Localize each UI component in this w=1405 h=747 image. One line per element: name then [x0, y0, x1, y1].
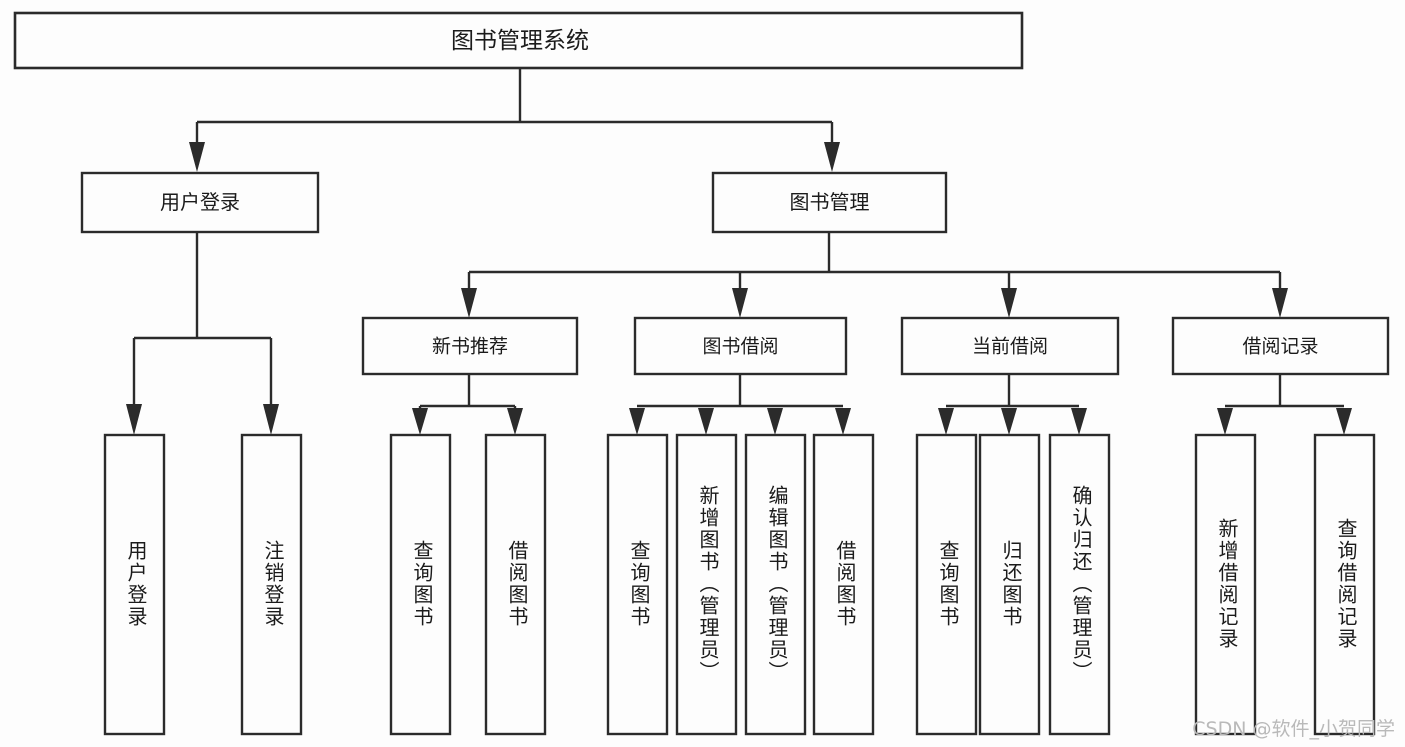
leaf-borrow-book-label: 借阅图书: [833, 540, 857, 628]
leaf-current-query-book-label: 查询图书: [936, 540, 960, 628]
edge-group-root-to-level1: [189, 68, 840, 172]
leaf-node-borrow-book[interactable]: 借阅图书: [812, 433, 875, 736]
leaf-node-recommend-query-book[interactable]: 查询图书: [389, 433, 452, 736]
edge-group-new-book-to-leaves: [412, 374, 523, 435]
leaf-add-borrow-record-box[interactable]: [1194, 433, 1257, 736]
leaf-user-login-label: 用户登录: [124, 540, 148, 628]
arrowhead-borrow-record: [1272, 288, 1288, 318]
arrowhead-user-login: [189, 142, 205, 172]
leaf-recommend-query-book-label: 查询图书: [410, 540, 434, 628]
leaf-user-login-box[interactable]: [103, 433, 166, 736]
node-root-box[interactable]: [13, 11, 1024, 70]
leaf-borrow-book-box[interactable]: [812, 433, 875, 736]
leaf-recommend-borrow-book-box[interactable]: [484, 433, 547, 736]
arrowhead-book-mgmt: [824, 142, 840, 172]
leaf-node-edit-book-admin[interactable]: 编辑图书（管理员）: [744, 433, 807, 736]
node-borrow-record-label: 借阅记录: [1242, 336, 1318, 358]
node-book-management-box[interactable]: [711, 171, 948, 234]
node-book-borrow[interactable]: 图书借阅: [633, 316, 848, 376]
arrowhead-leaf-3: [507, 408, 523, 435]
leaf-node-recommend-borrow-book[interactable]: 借阅图书: [484, 433, 547, 736]
node-user-login-box[interactable]: [80, 171, 320, 234]
leaf-borrow-query-book-box[interactable]: [606, 433, 669, 736]
arrowhead-leaf-5: [698, 408, 714, 435]
arrowhead-leaf-8: [938, 408, 954, 435]
node-new-book-recommend-label: 新书推荐: [432, 336, 508, 358]
edge-group-current-borrow-to-leaves: [938, 374, 1087, 435]
edge-group-user-login-to-leaves: [126, 232, 279, 435]
arrowhead-leaf-12: [1336, 408, 1352, 435]
node-book-management-label: 图书管理: [790, 190, 870, 214]
arrowhead-leaf-1: [263, 404, 279, 435]
leaf-node-current-query-book[interactable]: 查询图书: [915, 433, 978, 736]
watermark: CSDN @软件_小贺同学: [1192, 718, 1395, 740]
node-book-borrow-box[interactable]: [633, 316, 848, 376]
leaf-node-confirm-return-admin[interactable]: 确认归还（管理员）: [1048, 433, 1111, 736]
leaf-add-book-admin-label: 新增图书（管理员）: [696, 485, 720, 683]
leaf-logout-label: 注销登录: [261, 540, 285, 628]
leaf-confirm-return-admin-label: 确认归还（管理员）: [1069, 485, 1093, 683]
arrowhead-leaf-0: [126, 404, 142, 435]
node-borrow-record-box[interactable]: [1171, 316, 1390, 376]
node-user-login[interactable]: 用户登录: [80, 171, 320, 234]
leaf-node-logout[interactable]: 注销登录: [240, 433, 303, 736]
arrowhead-leaf-2: [412, 408, 428, 435]
leaf-node-query-borrow-record[interactable]: 查询借阅记录: [1313, 433, 1376, 736]
arrowhead-leaf-10: [1071, 408, 1087, 435]
leaf-recommend-borrow-book-label: 借阅图书: [505, 540, 529, 628]
leaf-return-book-label: 归还图书: [999, 540, 1023, 628]
leaf-node-return-book[interactable]: 归还图书: [978, 433, 1041, 736]
node-new-book-recommend[interactable]: 新书推荐: [361, 316, 579, 376]
leaf-add-borrow-record-label: 新增借阅记录: [1215, 518, 1239, 650]
node-book-management[interactable]: 图书管理: [711, 171, 948, 234]
node-book-borrow-label: 图书借阅: [702, 336, 778, 358]
leaf-query-borrow-record-box[interactable]: [1313, 433, 1376, 736]
arrowhead-new-book: [461, 288, 477, 318]
node-user-login-label: 用户登录: [160, 190, 240, 214]
node-current-borrow[interactable]: 当前借阅: [900, 316, 1120, 376]
leaf-return-book-box[interactable]: [978, 433, 1041, 736]
arrowhead-leaf-7: [835, 408, 851, 435]
arrowhead-leaf-4: [629, 408, 645, 435]
leaf-node-borrow-query-book[interactable]: 查询图书: [606, 433, 669, 736]
arrowhead-leaf-6: [767, 408, 783, 435]
edge-group-book-mgmt-to-level2: [461, 232, 1288, 318]
leaf-borrow-query-book-label: 查询图书: [627, 540, 651, 628]
node-root[interactable]: 图书管理系统: [13, 11, 1024, 70]
node-current-borrow-box[interactable]: [900, 316, 1120, 376]
arrowhead-book-borrow: [732, 288, 748, 318]
edge-group-book-borrow-to-leaves: [629, 374, 851, 435]
leaf-edit-book-admin-label: 编辑图书（管理员）: [765, 485, 789, 683]
arrowhead-current-borrow: [1001, 288, 1017, 318]
node-current-borrow-label: 当前借阅: [972, 336, 1048, 358]
leaf-node-add-book-admin[interactable]: 新增图书（管理员）: [675, 433, 738, 736]
leaf-logout-box[interactable]: [240, 433, 303, 736]
leaf-current-query-book-box[interactable]: [915, 433, 978, 736]
leaf-confirm-return-admin-box[interactable]: [1048, 433, 1111, 736]
arrowhead-leaf-11: [1217, 408, 1233, 435]
arrowhead-leaf-9: [1001, 408, 1017, 435]
leaf-add-book-admin-box[interactable]: [675, 433, 738, 736]
leaf-node-add-borrow-record[interactable]: 新增借阅记录: [1194, 433, 1257, 736]
node-new-book-recommend-box[interactable]: [361, 316, 579, 376]
leaf-query-borrow-record-label: 查询借阅记录: [1334, 518, 1358, 650]
leaf-node-user-login[interactable]: 用户登录: [103, 433, 166, 736]
node-root-label: 图书管理系统: [451, 28, 589, 54]
node-borrow-record[interactable]: 借阅记录: [1171, 316, 1390, 376]
leaf-recommend-query-book-box[interactable]: [389, 433, 452, 736]
edge-group-borrow-record-to-leaves: [1217, 374, 1352, 435]
leaf-edit-book-admin-box[interactable]: [744, 433, 807, 736]
